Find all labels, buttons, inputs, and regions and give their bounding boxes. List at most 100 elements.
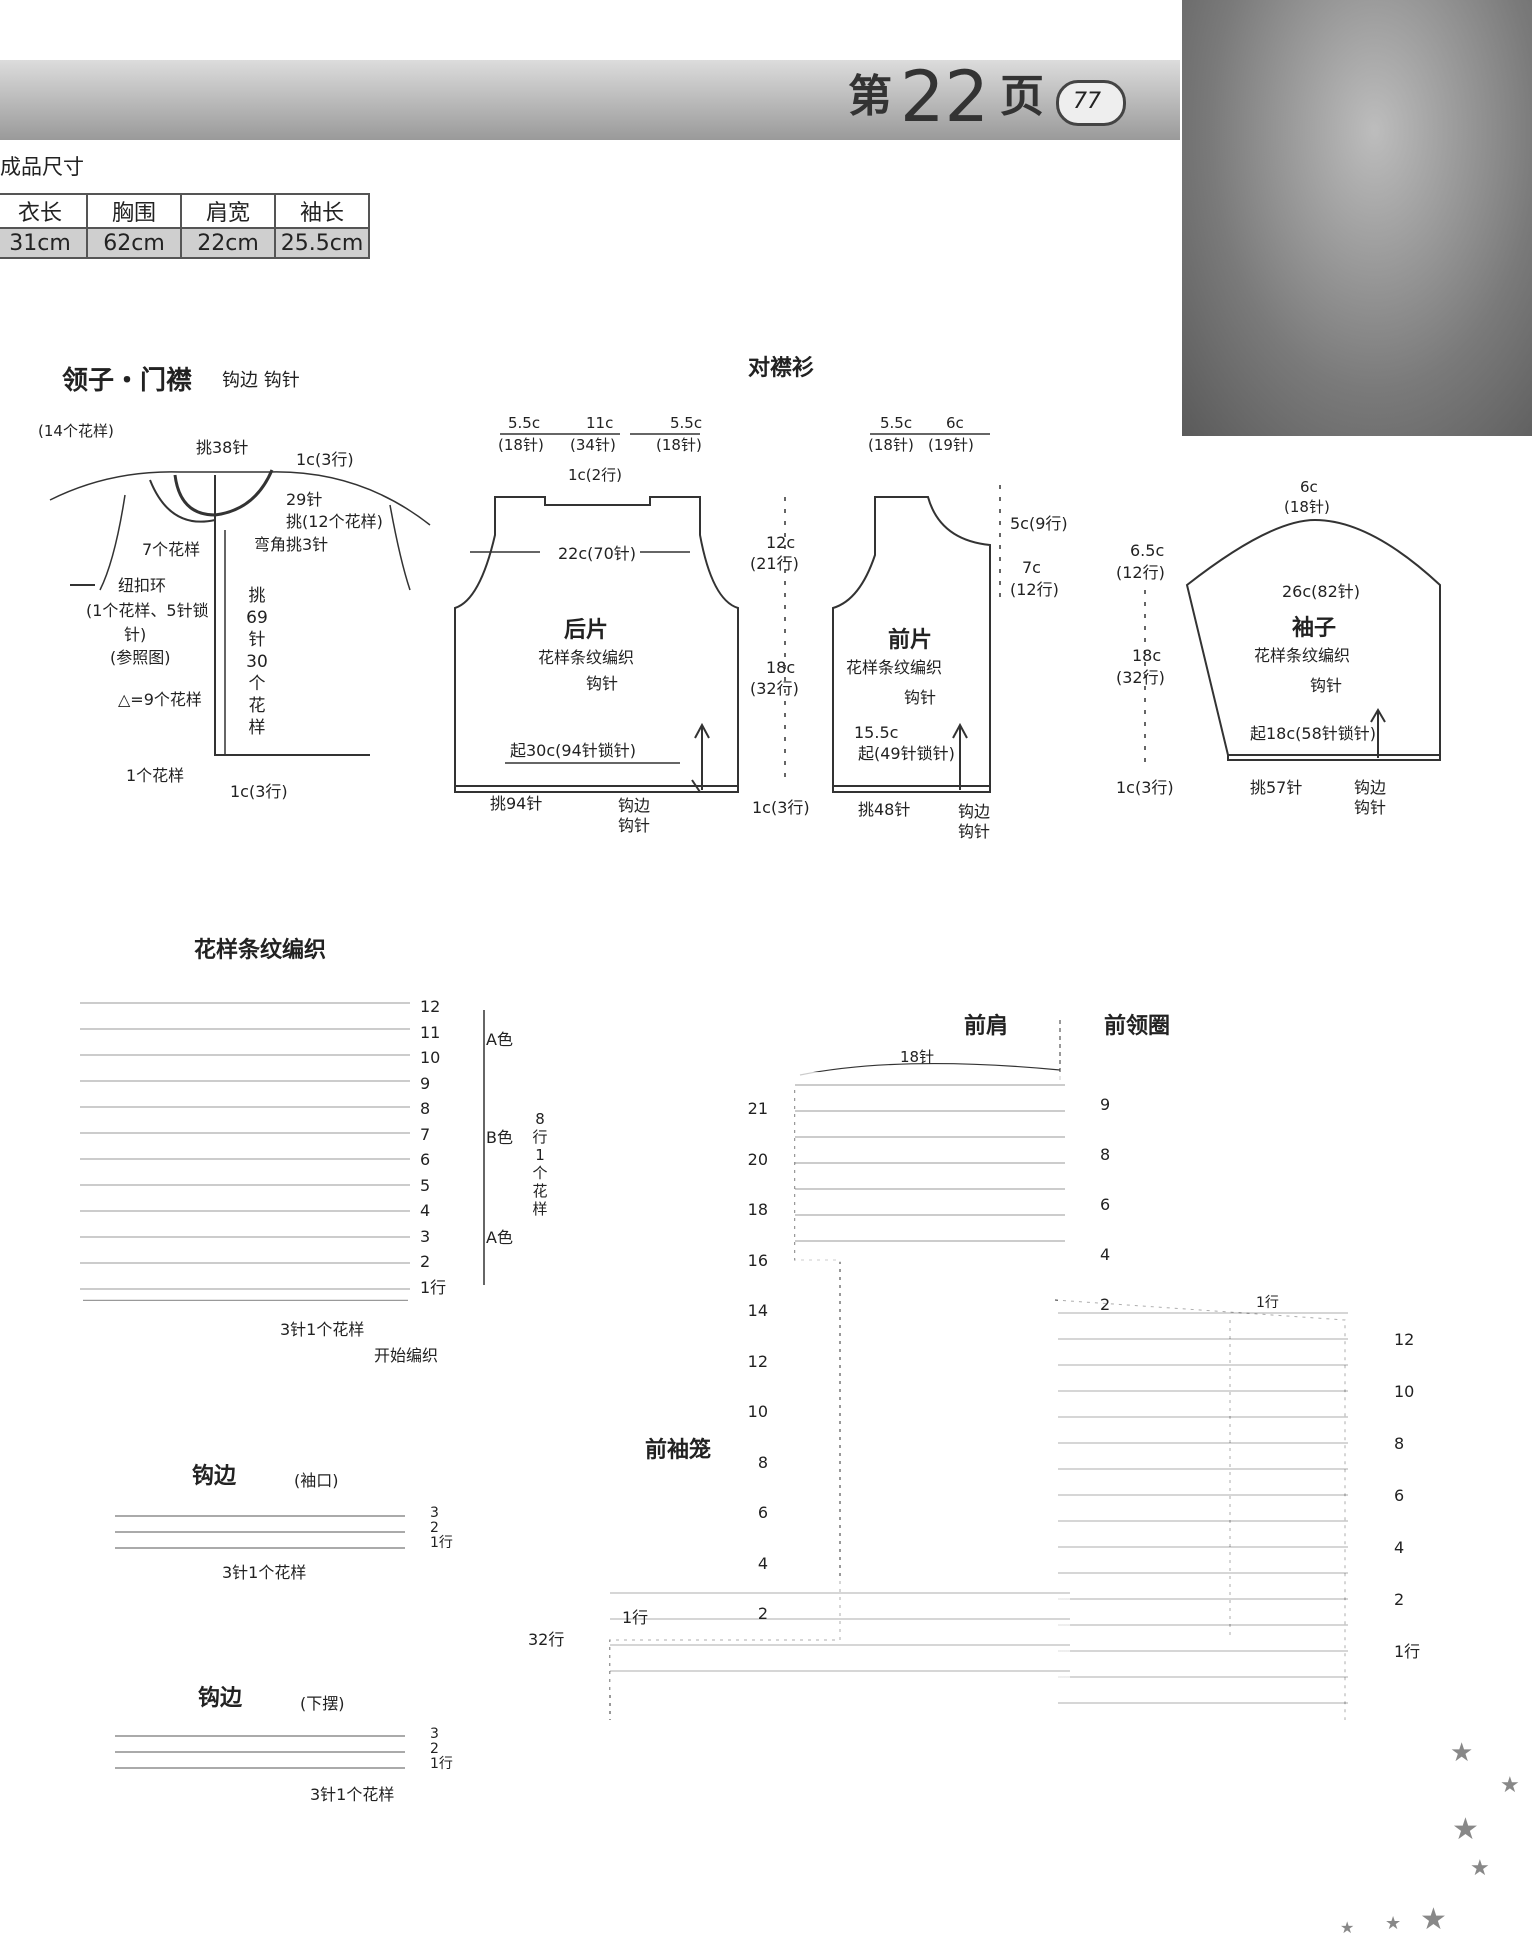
back-p2: 钩针 bbox=[586, 674, 619, 693]
pattern-motif: 3针1个花样 bbox=[280, 1320, 365, 1339]
size-value: 22cm bbox=[180, 227, 276, 259]
front-w1: 15.5c bbox=[854, 723, 899, 742]
sleeve-h2: 18c bbox=[1132, 646, 1162, 665]
back-h1b: (21行) bbox=[750, 554, 799, 573]
back-t1b: (18针) bbox=[498, 436, 544, 454]
size-title: 成品尺寸 bbox=[0, 155, 84, 179]
collar-btn1: 纽扣环 bbox=[118, 576, 167, 595]
row-label: 18 bbox=[747, 1200, 768, 1219]
v-char: 花 bbox=[532, 1182, 548, 1200]
back-t3: 5.5c bbox=[670, 414, 703, 432]
row-label: 4 bbox=[1394, 1538, 1405, 1557]
v-char: 69 bbox=[246, 608, 268, 628]
size-header: 袖长 bbox=[274, 193, 370, 229]
collar-one: 1个花样 bbox=[126, 766, 185, 785]
front-name: 前片 bbox=[888, 628, 933, 653]
size-value: 25.5cm bbox=[274, 227, 370, 259]
pattern-a2: A色 bbox=[486, 1228, 513, 1247]
front-neckline-label: 前领圈 bbox=[1104, 1014, 1171, 1039]
row-label: 3 bbox=[430, 1505, 439, 1521]
row-label: 10 bbox=[747, 1402, 768, 1421]
sleeve-h1: 6.5c bbox=[1130, 541, 1165, 560]
row-label: 6 bbox=[1100, 1195, 1111, 1214]
front-pick: 挑48针 bbox=[858, 800, 911, 819]
front-r1: 1行 bbox=[622, 1608, 649, 1627]
edge-cuff-rows: 3 2 1行 bbox=[430, 1506, 453, 1551]
row-label: 21 bbox=[747, 1099, 768, 1118]
v-char: 8 bbox=[535, 1110, 545, 1128]
size-value: 62cm bbox=[86, 227, 182, 259]
front-w2: 起(49针锁针) bbox=[858, 744, 955, 763]
back-t2b: (34针) bbox=[570, 436, 616, 454]
page-number: 22 bbox=[900, 56, 990, 138]
header-band bbox=[0, 60, 1180, 140]
collar-tri: △=9个花样 bbox=[118, 690, 202, 709]
front-right-rows-a: 9 8 6 4 2 bbox=[1100, 1080, 1140, 1330]
star-decoration: ★ bbox=[1452, 1812, 1479, 1847]
row-label: 4 bbox=[1100, 1245, 1111, 1264]
edge-hem-motif: 3针1个花样 bbox=[310, 1785, 395, 1804]
front-edge1: 钩边 bbox=[958, 802, 991, 821]
pattern-title: 花样条纹编织 bbox=[194, 938, 327, 963]
row-label: 5 bbox=[420, 1175, 431, 1195]
edge-hem-rows: 3 2 1行 bbox=[430, 1727, 453, 1772]
edge-cuff-motif: 3针1个花样 bbox=[222, 1563, 307, 1582]
v-char: 样 bbox=[248, 718, 266, 738]
front-r1b: 1行 bbox=[1256, 1295, 1279, 1311]
row-label: 6 bbox=[420, 1150, 431, 1169]
front-t1b: (18针) bbox=[868, 436, 914, 454]
row-label: 8 bbox=[757, 1452, 768, 1472]
row-label: 12 bbox=[747, 1351, 768, 1371]
edge-hem-chart bbox=[115, 1725, 405, 1773]
back-cast: 起30c(94针锁针) bbox=[510, 741, 637, 760]
front-t1: 5.5c bbox=[880, 414, 913, 432]
back-width: 22c(70针) bbox=[558, 544, 637, 563]
collar-motifs: (14个花样) bbox=[38, 422, 114, 440]
page-badge-text: 77 bbox=[1073, 89, 1101, 114]
row-label: 2 bbox=[757, 1604, 768, 1623]
collar-pick12: 挑(12个花样) bbox=[286, 512, 383, 531]
v-char: 花 bbox=[248, 696, 266, 716]
row-label: 9 bbox=[1100, 1095, 1111, 1114]
collar-title: 领子・门襟 bbox=[62, 366, 193, 396]
collar-btn2: (1个花样、5针锁 bbox=[86, 601, 209, 620]
size-table: 衣长 胸围 肩宽 袖长 31cm 62cm 22cm 25.5cm bbox=[0, 193, 370, 259]
back-t2: 11c bbox=[586, 414, 614, 432]
size-header: 衣长 bbox=[0, 193, 88, 229]
row-label: 1行 bbox=[430, 1535, 453, 1551]
front-p2: 钩针 bbox=[904, 688, 937, 707]
sleeve-h3: 1c(3行) bbox=[1116, 778, 1174, 797]
row-label: 16 bbox=[747, 1250, 768, 1270]
front-n2: 7c bbox=[1022, 558, 1041, 577]
pattern-start: 开始编织 bbox=[374, 1346, 439, 1365]
edge-cuff-title: 钩边 bbox=[192, 1464, 237, 1489]
v-char: 行 bbox=[532, 1128, 548, 1146]
sleeve-p2: 钩针 bbox=[1310, 676, 1343, 695]
v-char: 挑 bbox=[248, 586, 266, 606]
collar-vertical-label: 挑 69 针 30 个 花 样 bbox=[246, 585, 268, 739]
sleeve-p1: 花样条纹编织 bbox=[1254, 646, 1351, 665]
row-label: 1行 bbox=[420, 1277, 447, 1297]
row-label: 4 bbox=[757, 1553, 768, 1573]
row-label: 7 bbox=[420, 1124, 431, 1144]
star-decoration: ★ bbox=[1450, 1738, 1474, 1768]
v-char: 个 bbox=[532, 1164, 548, 1182]
sleeve-pick: 挑57针 bbox=[1250, 778, 1303, 797]
sleeve-t1: 6c bbox=[1300, 478, 1318, 496]
front-r32: 32行 bbox=[528, 1630, 565, 1649]
star-decoration: ★ bbox=[1500, 1773, 1520, 1798]
star-decoration: ★ bbox=[1420, 1902, 1447, 1937]
back-h2: 18c bbox=[766, 658, 796, 677]
row-label: 9 bbox=[420, 1073, 431, 1093]
front-left-rows: 21 20 18 16 14 12 10 8 6 4 2 bbox=[728, 1084, 768, 1640]
v-char: 30 bbox=[246, 652, 268, 672]
row-label: 2 bbox=[430, 1520, 439, 1536]
edge-cuff-note: (袖口) bbox=[294, 1471, 339, 1490]
sleeve-t1b: (18针) bbox=[1284, 498, 1330, 516]
star-decoration: ★ bbox=[1385, 1913, 1402, 1934]
front-chart-right-block bbox=[1058, 1300, 1348, 1720]
collar-pick38: 挑38针 bbox=[196, 438, 249, 457]
sleeve-width: 26c(82针) bbox=[1282, 582, 1361, 601]
collar-subtitle: 钩边 钩针 bbox=[222, 370, 300, 391]
collar-m7: 7个花样 bbox=[142, 540, 201, 559]
